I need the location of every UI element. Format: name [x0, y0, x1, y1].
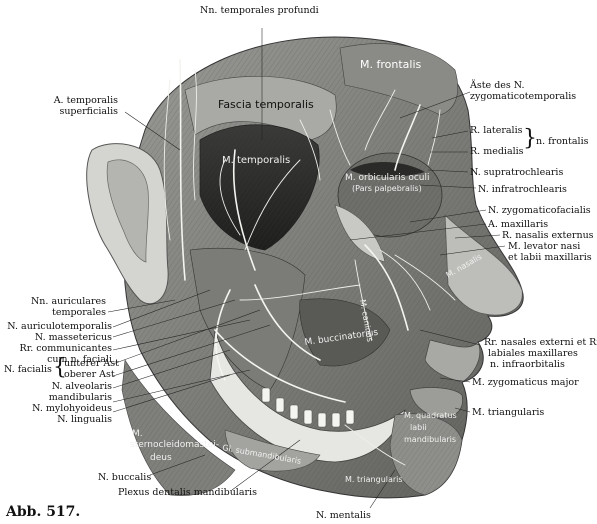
- label-rr-communicantes-2: cum n. faciali: [47, 354, 112, 365]
- label-r-nasalis-externus: R. nasalis externus: [502, 230, 594, 241]
- label-unterer-ast: unterer Ast: [64, 358, 119, 369]
- nose: [444, 213, 523, 316]
- brace-n-facialis: {: [53, 355, 67, 380]
- brace-n-frontalis: }: [523, 126, 537, 151]
- label-m-sterno-3: deus: [150, 453, 172, 463]
- label-n-alveolaris-2: mandibularis: [48, 392, 112, 403]
- label-a-maxillaris: A. maxillaris: [488, 219, 549, 230]
- label-aste-1: Äste des N.: [470, 80, 525, 91]
- label-n-alveolaris-1: N. alveolaris: [51, 381, 112, 392]
- label-m-sterno-1: M.: [132, 429, 143, 439]
- label-r-lateralis: R. lateralis: [470, 125, 523, 136]
- figure-caption: Abb. 517.: [6, 504, 81, 520]
- label-a-temporalis-1: A. temporalis: [53, 95, 118, 106]
- label-m-quadratus-1: M. quadratus: [404, 411, 457, 420]
- label-n-auriculotemporalis: N. auriculotemporalis: [7, 321, 112, 332]
- label-n-massetericus: N. massetericus: [34, 332, 112, 343]
- label-n-infratrochlearis: N. infratrochlearis: [478, 184, 567, 195]
- frontalis-muscle: [339, 43, 459, 116]
- buccinator-region: [299, 298, 391, 367]
- label-rr-nasales-3: n. infraorbitalis: [490, 359, 565, 370]
- masseter-region: [189, 247, 306, 391]
- label-m-sterno-2: sternocleidomastoi-: [130, 440, 219, 450]
- label-n-facialis: N. facialis: [4, 364, 52, 375]
- label-m-frontalis: M. frontalis: [360, 58, 422, 71]
- mandible-opened: [209, 329, 406, 463]
- label-n-mylohyoideus: N. mylohyoideus: [32, 403, 112, 414]
- label-m-orbicularis-1: M. orbicularis oculi: [345, 173, 430, 183]
- mandibular-teeth: [261, 387, 355, 428]
- label-m-zygomaticus: M. zygomaticus major: [472, 377, 579, 388]
- submandibular-gland: [224, 429, 321, 472]
- lips: [409, 339, 481, 419]
- leader-lines: [107, 28, 506, 509]
- label-m-quadratus-3: mandibularis: [404, 435, 456, 444]
- label-rr-nasales-2: labiales maxillares: [488, 348, 578, 359]
- label-n-zygomaticofacialis: N. zygomaticofacialis: [488, 205, 591, 216]
- label-plexus: Plexus dentalis mandibularis: [118, 487, 257, 498]
- label-n-frontalis: n. frontalis: [536, 136, 589, 147]
- label-r-medialis: R. medialis: [470, 146, 524, 157]
- label-n-buccalis: N. buccalis: [98, 472, 152, 483]
- label-rr-nasales-1: Rr. nasales externi et Rr.: [484, 337, 597, 348]
- label-n-supratrochlearis: N. supratrochlearis: [470, 167, 564, 178]
- nerve-branches: [163, 59, 456, 466]
- label-m-quadratus-2: labii: [410, 423, 427, 432]
- label-m-triangularis-r: M. triangularis: [472, 407, 545, 418]
- label-n-lingualis: N. lingualis: [57, 414, 112, 425]
- label-m-triangularis-low: M. triangularis: [345, 475, 403, 484]
- temporal-fascia: [184, 75, 337, 141]
- label-nn-auriculares-1: Nn. auriculares: [30, 296, 106, 307]
- label-aste-2: zygomaticotemporalis: [470, 91, 577, 102]
- label-nn-temporales-profundi: Nn. temporales profundi: [200, 5, 319, 16]
- orbit: [334, 152, 443, 263]
- label-n-mentalis: N. mentalis: [316, 510, 371, 521]
- label-m-levator-2: et labii maxillaris: [508, 252, 592, 263]
- label-fascia-temporalis: Fascia temporalis: [218, 98, 314, 111]
- label-m-temporalis: M. temporalis: [222, 155, 290, 166]
- ear: [86, 143, 169, 305]
- label-oberer-ast: oberer Ast: [64, 369, 115, 380]
- label-nn-auriculares-2: temporales: [52, 307, 106, 318]
- label-a-temporalis-2: superficialis: [59, 106, 118, 117]
- label-m-orbicularis-2: (Pars palpebralis): [352, 184, 422, 193]
- label-rr-communicantes-1: Rr. communicantes: [19, 343, 112, 354]
- label-m-levator-1: M. levator nasi: [508, 241, 581, 252]
